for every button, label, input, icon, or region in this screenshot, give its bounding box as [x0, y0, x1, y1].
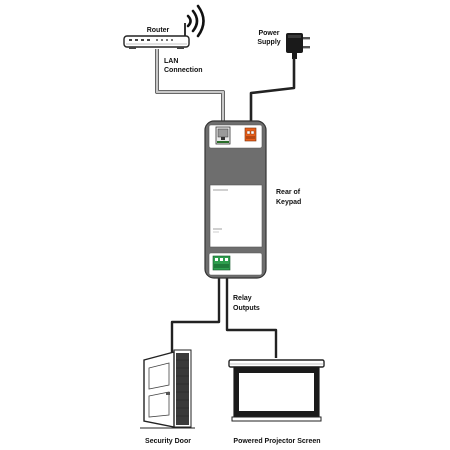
- keypad-label-line2: Keypad: [276, 199, 301, 206]
- relay-cable-screen: [225, 276, 278, 358]
- power-cable: [249, 58, 296, 124]
- lan-port: [215, 126, 231, 145]
- projector-screen-label: Powered Projector Screen: [233, 438, 320, 445]
- lan-cable: [155, 49, 225, 124]
- projector-screen-icon: [228, 359, 325, 422]
- security-door-icon: [140, 349, 195, 429]
- keypad-label-line1: Rear of: [276, 189, 301, 196]
- relay-label-line2: Outputs: [233, 305, 260, 312]
- keypad-rear: [204, 120, 267, 279]
- power-adapter-icon: [286, 33, 310, 59]
- power-supply-label-line2: Supply: [257, 39, 280, 46]
- wifi-signal-icon: [186, 4, 205, 38]
- security-door-label: Security Door: [145, 438, 191, 445]
- lan-label-line1: LAN: [164, 58, 178, 65]
- lan-label-line2: Connection: [164, 67, 203, 74]
- router-label: Router: [147, 27, 170, 34]
- power-terminal: [244, 127, 257, 142]
- relay-cable-door: [170, 276, 221, 360]
- power-supply-label-line1: Power: [258, 30, 279, 37]
- relay-label-line1: Relay: [233, 295, 252, 302]
- router-icon: [123, 4, 205, 49]
- relay-terminal: [212, 255, 231, 271]
